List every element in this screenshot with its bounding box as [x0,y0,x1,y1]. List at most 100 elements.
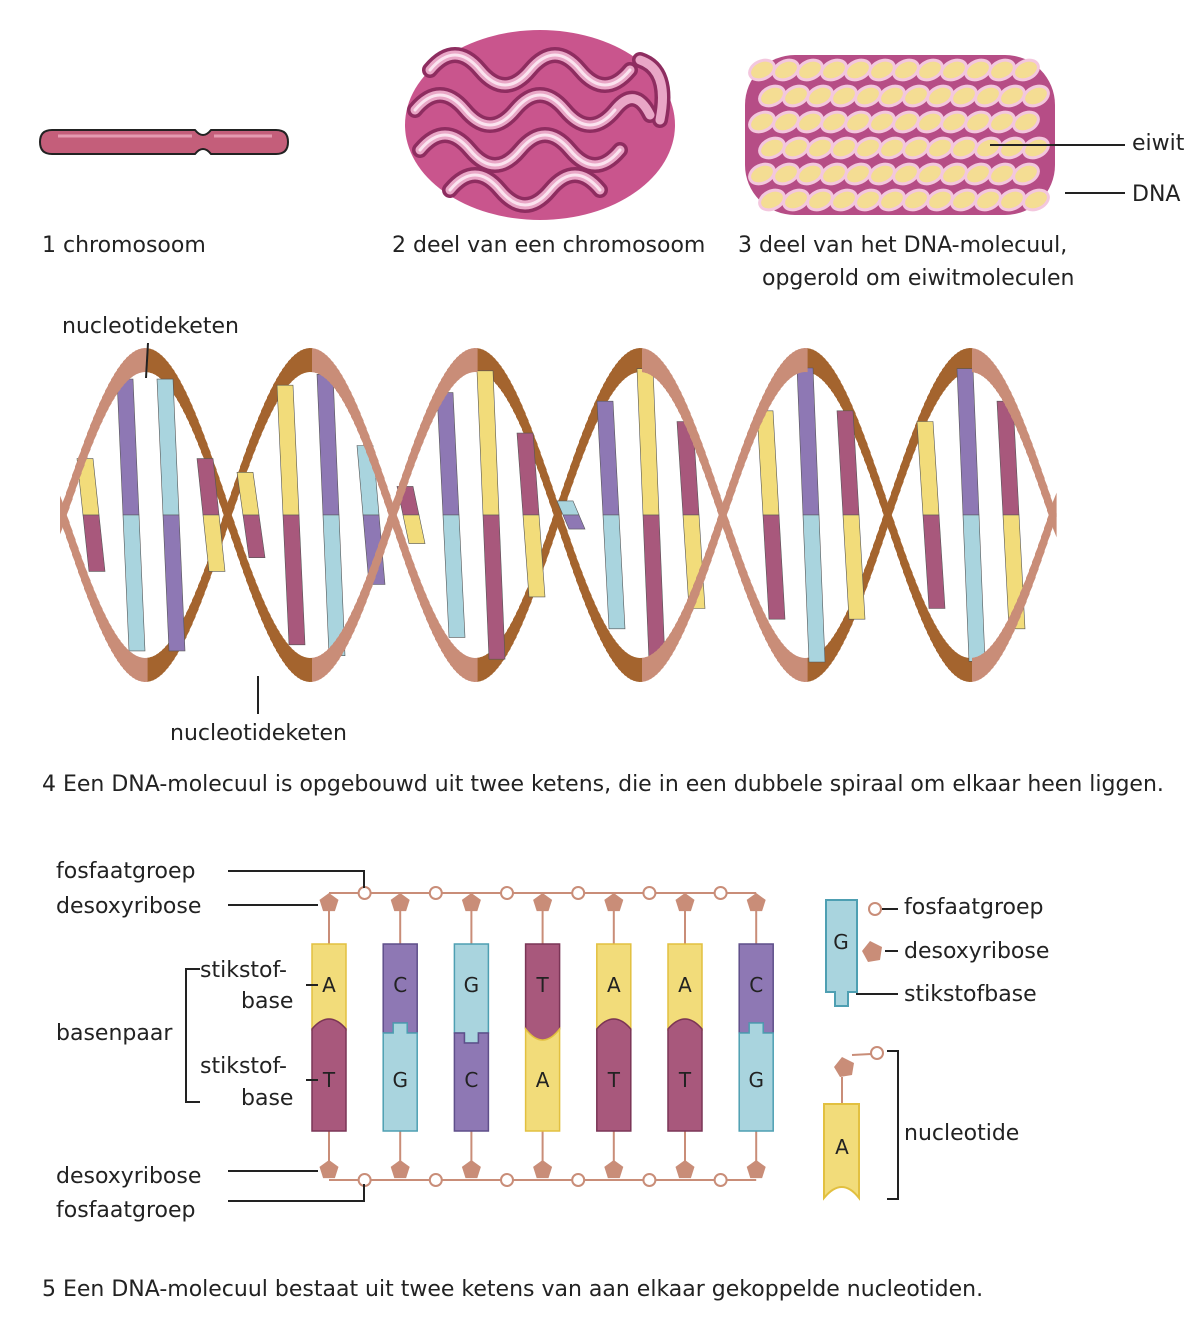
helix-strand-segment [192,406,196,438]
helix-strand-segment [495,359,499,387]
helix-strand-segment [108,379,112,409]
helix-strand-segment [336,634,340,664]
helix-strand-segment [552,486,556,520]
helix-strand-segment [60,501,64,535]
sugar-pentagon [390,1160,410,1179]
helix-strand-segment [333,362,337,391]
base-letter-bottom: T [678,1068,692,1092]
helix-strand-segment [678,613,682,644]
helix-strand-segment [387,486,391,520]
phosphate-circle [642,1173,657,1187]
helix-strand-segment [258,588,262,620]
helix-strand-segment [285,640,289,669]
helix-strand-segment [606,374,610,404]
helix-strand-segment [381,527,385,561]
helix-strand-segment [249,564,253,597]
helix-strand-segment [825,643,829,671]
helix-strand-segment [594,602,598,633]
helix-strand-segment [1023,577,1027,610]
helix-strand-segment [138,656,142,682]
helix-strand-segment [507,375,511,406]
helix-strand-segment [951,647,955,675]
helix-strand-segment [447,636,451,665]
helix-strand-segment [582,425,586,458]
legend-nucleotide-label: nucleotide [904,1121,1019,1146]
protein-core [902,136,930,160]
helix-strand-segment [108,621,112,651]
helix-strand-segment [651,351,655,378]
helix-strand-segment [321,351,325,378]
helix-strand-segment [681,606,685,638]
helix-strand-segment [831,366,835,396]
helix-strand-segment [1011,606,1015,638]
figure3-caption-line1: 3 deel van het DNA-molecuul, [738,233,1067,258]
helix-strand-segment [438,621,442,651]
protein-core [830,84,858,108]
sugar-pentagon [319,893,339,912]
helix-strand-segment [306,348,310,373]
helix-strand-segment [363,577,367,610]
helix-strand-segment [177,375,181,406]
helix-strand-segment [111,626,115,656]
helix-strand-segment [117,365,121,394]
helix-strand-segment [402,466,406,500]
helix-strand-segment [978,349,982,376]
protein-core [748,58,776,82]
helix-strand-segment [450,640,454,669]
helix-strand-segment [795,349,799,375]
helix-strand-segment [984,353,988,381]
helix-strand-segment [354,399,358,431]
helix-strand-segment [864,435,868,469]
protein-core [772,58,800,82]
helix-strand-segment [345,619,349,649]
helix-strand-segment [744,433,748,466]
helix-strand-segment [549,478,553,511]
helix-strand-segment [456,647,460,675]
helix-strand-segment [435,615,439,646]
helix-strand-segment [732,466,736,500]
helix-strand-segment [861,428,865,460]
helix-strand-segment [396,513,400,547]
helix-strand-segment [189,599,193,631]
helix-strand-segment [972,657,976,682]
protein-core [758,136,786,160]
sugar-pentagon [533,1160,553,1179]
helix-strand-segment [465,349,469,375]
protein-core [758,84,786,108]
helix-strand-segment [807,348,811,373]
helix-strand-segment [588,410,592,442]
helix-strand-segment [942,365,946,394]
helix-strand-segment [291,647,295,675]
helix-strand-segment [924,397,928,428]
helix-strand-segment [1029,561,1033,595]
helix-strand-segment [927,608,931,640]
label-phosphate-bottom: fosfaatgroep [56,1198,196,1223]
helix-base-A [476,370,500,516]
helix-strand-segment [378,460,382,494]
helix-strand-segment [645,348,649,374]
label-base-top-2: base [241,989,293,1014]
protein-core [974,188,1002,212]
helix-strand-segment [162,356,166,384]
helix-strand-segment [828,639,832,668]
helix-strand-segment [789,352,793,380]
legend-nucleotide-base [823,1103,860,1201]
helix-strand-segment [906,441,910,474]
protein-core [1012,58,1040,82]
base-A-bottom [524,1026,561,1132]
phosphate-circle [571,1173,586,1187]
helix-strand-segment [294,650,298,678]
figure5-caption: 5 Een DNA-molecuul bestaat uit twee kete… [42,1277,983,1302]
helix-strand-segment [153,654,157,681]
helix-strand-segment [996,366,1000,396]
helix-strand-segment [762,390,766,422]
base-letter-top: A [607,973,621,997]
helix-strand-segment [246,441,250,474]
phosphate-circle [713,1173,728,1187]
helix-strand-segment [318,349,322,376]
helix-strand-segment [333,639,337,668]
protein-core [902,188,930,212]
helix-strand-segment [1044,519,1048,552]
helix-strand-segment [693,420,697,453]
helix-strand-segment [114,631,118,661]
